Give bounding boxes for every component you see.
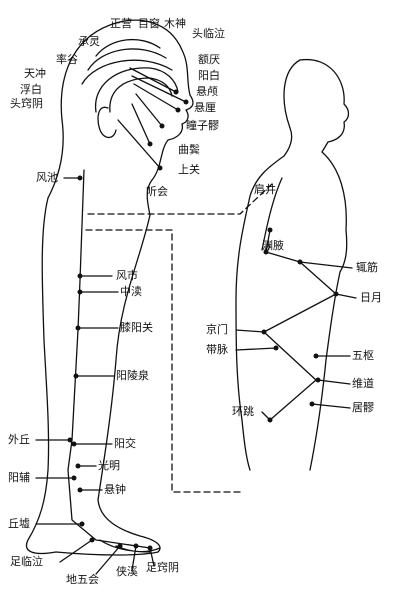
torso-head bbox=[299, 58, 350, 153]
acupoint bbox=[147, 545, 153, 551]
label-zuqiaoyin: 足窍阴 bbox=[146, 561, 179, 574]
acupoint bbox=[77, 289, 83, 295]
acupoint bbox=[77, 273, 83, 279]
label-xuanzhong: 悬钟 bbox=[104, 483, 126, 496]
label-xiyangguan: 膝阳关 bbox=[120, 321, 153, 334]
acupoint bbox=[75, 463, 81, 469]
label-chengling: 承灵 bbox=[78, 35, 100, 48]
dashed-connector bbox=[85, 229, 241, 493]
label-qubin: 曲鬓 bbox=[178, 143, 200, 156]
acupoint bbox=[159, 123, 165, 129]
acupoint bbox=[175, 107, 181, 113]
acupoint bbox=[67, 437, 73, 443]
label-tianchong: 天冲 bbox=[24, 67, 46, 80]
torso-back bbox=[235, 155, 285, 471]
torso-back-of-head bbox=[283, 59, 301, 157]
gb-leg-line bbox=[67, 169, 151, 549]
label-xuanli: 悬厘 bbox=[194, 101, 216, 114]
gb-torso-line bbox=[263, 229, 337, 421]
acupoint bbox=[333, 291, 339, 297]
acupoint bbox=[267, 227, 273, 233]
label-xiaxi: 侠溪 bbox=[116, 565, 138, 578]
label-wangchuang: 正营 bbox=[110, 17, 132, 30]
acupoint bbox=[261, 329, 267, 335]
acupoint bbox=[71, 475, 77, 481]
temporal-arc bbox=[94, 67, 179, 113]
neck-front bbox=[146, 179, 153, 216]
acupoint bbox=[117, 543, 123, 549]
label-huantiao: 环跳 bbox=[232, 405, 254, 418]
label-yangfu: 阳辅 bbox=[8, 471, 30, 484]
label-toulinqi: 头临泣 bbox=[192, 27, 225, 40]
label-hanyan: 额厌 bbox=[198, 53, 220, 66]
label-wushu: 五枢 bbox=[352, 349, 374, 362]
label-touqiaoyin: 头窍阴 bbox=[10, 97, 43, 110]
label-zulinqi: 足临泣 bbox=[10, 555, 43, 568]
label-fubai: 浮白 bbox=[20, 83, 42, 96]
label-tongziliao: 瞳子髎 bbox=[186, 119, 219, 132]
label-jingmen: 京门 bbox=[206, 323, 228, 336]
label-yangjiao: 阳交 bbox=[114, 437, 136, 450]
acupoint bbox=[183, 99, 189, 105]
acupoint bbox=[73, 373, 79, 379]
label-waiqiu: 外丘 bbox=[8, 433, 30, 446]
acupoint bbox=[273, 345, 279, 351]
acupoint bbox=[79, 521, 85, 527]
label-qiuxu: 丘墟 bbox=[8, 517, 30, 530]
label-muchuang: 目窗 bbox=[138, 17, 160, 30]
leg-back-outline bbox=[25, 197, 57, 555]
dashed-connector bbox=[87, 183, 273, 215]
acupoint bbox=[313, 353, 319, 359]
acupoint bbox=[173, 89, 179, 95]
acupoint bbox=[147, 141, 153, 147]
label-zhongdu: 中渎 bbox=[120, 285, 142, 298]
label-yanglingquan: 阳陵泉 bbox=[116, 369, 149, 382]
acupoint bbox=[315, 377, 321, 383]
acupoint bbox=[71, 441, 77, 447]
label-daimai: 带脉 bbox=[206, 343, 228, 356]
scalp-arc-3 bbox=[81, 59, 173, 85]
acupoint bbox=[77, 487, 83, 493]
acupoint bbox=[267, 417, 273, 423]
scalp-arc-1 bbox=[95, 38, 161, 57]
label-juliao: 居髎 bbox=[352, 401, 374, 414]
label-diwuhui: 地五会 bbox=[66, 573, 99, 586]
label-zhejin: 辄筋 bbox=[356, 261, 378, 274]
acupoint bbox=[77, 175, 83, 181]
acupoint bbox=[263, 249, 269, 255]
label-weidao: 维道 bbox=[352, 377, 374, 390]
neck-back bbox=[47, 119, 64, 199]
label-muchuang-vertical: 木神 bbox=[164, 17, 186, 30]
label-yangbai: 阳白 bbox=[198, 69, 220, 82]
leg-front-outline bbox=[55, 214, 161, 556]
acupoint bbox=[309, 401, 315, 407]
label-fengchi: 风池 bbox=[36, 171, 58, 184]
label-xuanlu: 悬颅 bbox=[196, 85, 218, 98]
label-fengshi: 风市 bbox=[116, 269, 138, 282]
label-riyue: 日月 bbox=[360, 291, 382, 304]
arm-line bbox=[261, 177, 283, 251]
label-yuanye: 渊腋 bbox=[262, 239, 284, 252]
acupoint bbox=[297, 259, 303, 265]
acupoint bbox=[157, 165, 163, 171]
label-jianjing: 肩井 bbox=[254, 183, 276, 196]
head-outline bbox=[60, 19, 194, 181]
acupoint bbox=[75, 325, 81, 331]
torso-front bbox=[309, 151, 348, 471]
label-shangguan: 上关 bbox=[178, 163, 200, 176]
label-guangming: 光明 bbox=[98, 459, 120, 472]
scalp-arc-2 bbox=[87, 48, 167, 71]
label-tinghui: 听会 bbox=[146, 185, 168, 198]
label-shuaigu: 率谷 bbox=[56, 53, 78, 66]
temporal-arc-2 bbox=[109, 77, 173, 113]
acupoint bbox=[133, 543, 139, 549]
acupoint bbox=[89, 537, 95, 543]
ear bbox=[97, 106, 117, 139]
